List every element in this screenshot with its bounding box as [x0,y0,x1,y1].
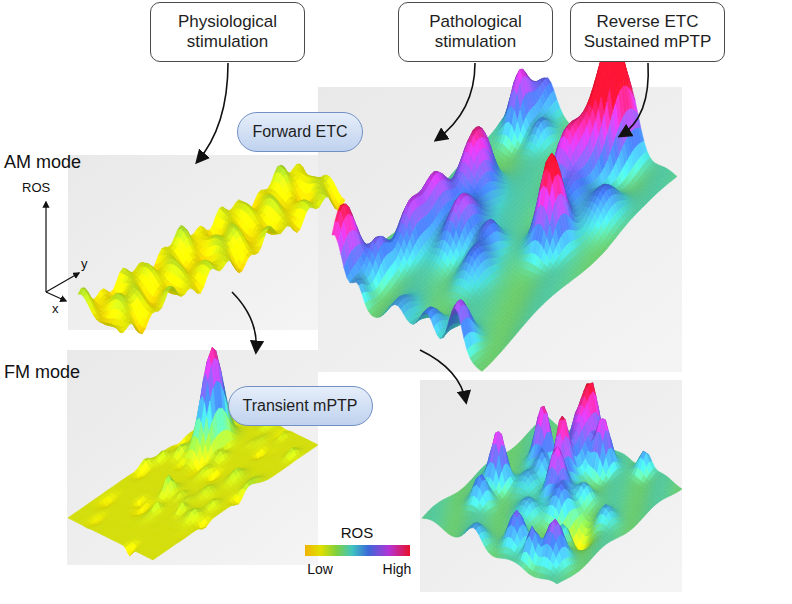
figure-stage: Physiological stimulationPathological st… [0,0,792,604]
